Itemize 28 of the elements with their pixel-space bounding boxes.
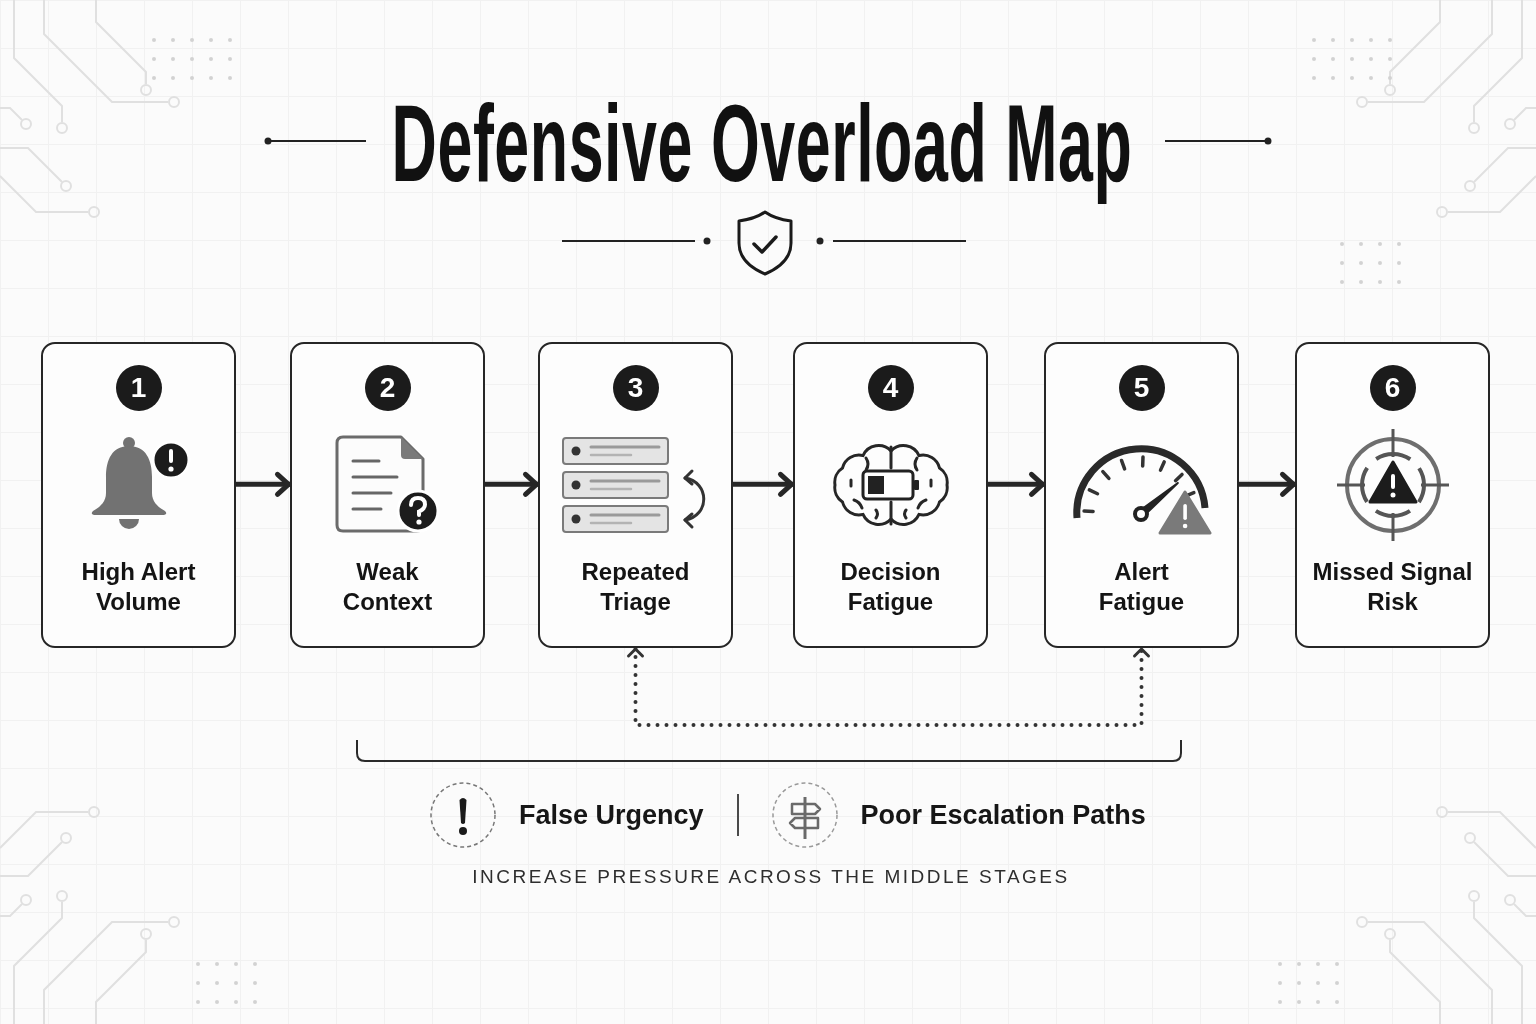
step-number: 4 <box>867 365 914 411</box>
stage-label: Missed Signal Risk <box>1311 557 1474 617</box>
stage-label: Repeated Triage <box>580 557 691 617</box>
step-number: 3 <box>612 365 659 411</box>
stage-card <box>1044 342 1239 648</box>
flow-arrow <box>733 471 794 497</box>
step-number: 6 <box>1369 365 1416 411</box>
note-text: INCREASE PRESSURE ACROSS THE MIDDLE STAGES <box>472 866 1070 888</box>
dotted-arrow <box>627 646 1150 727</box>
title: Defensive Overload Map <box>391 80 1133 206</box>
stage-card <box>1295 342 1490 648</box>
stage-card <box>41 342 236 648</box>
key-label: Poor Escalation Paths <box>860 799 1146 831</box>
step-number: 5 <box>1118 365 1165 411</box>
step-number: 1 <box>115 365 162 411</box>
stage-label: Weak Context <box>341 557 434 617</box>
stage-card <box>290 342 485 648</box>
stage-label: Alert Fatigue <box>1097 557 1186 617</box>
flow-arrow <box>1239 471 1296 497</box>
stage-label: Decision Fatigue <box>839 557 942 617</box>
key-label: False Urgency <box>519 799 704 831</box>
flow-arrow <box>485 471 539 497</box>
flow-arrow <box>236 471 291 497</box>
stage-card <box>538 342 733 648</box>
step-number: 2 <box>364 365 411 411</box>
flow-arrow <box>988 471 1045 497</box>
stage-label: High Alert Volume <box>80 557 197 617</box>
stage-card <box>793 342 988 648</box>
